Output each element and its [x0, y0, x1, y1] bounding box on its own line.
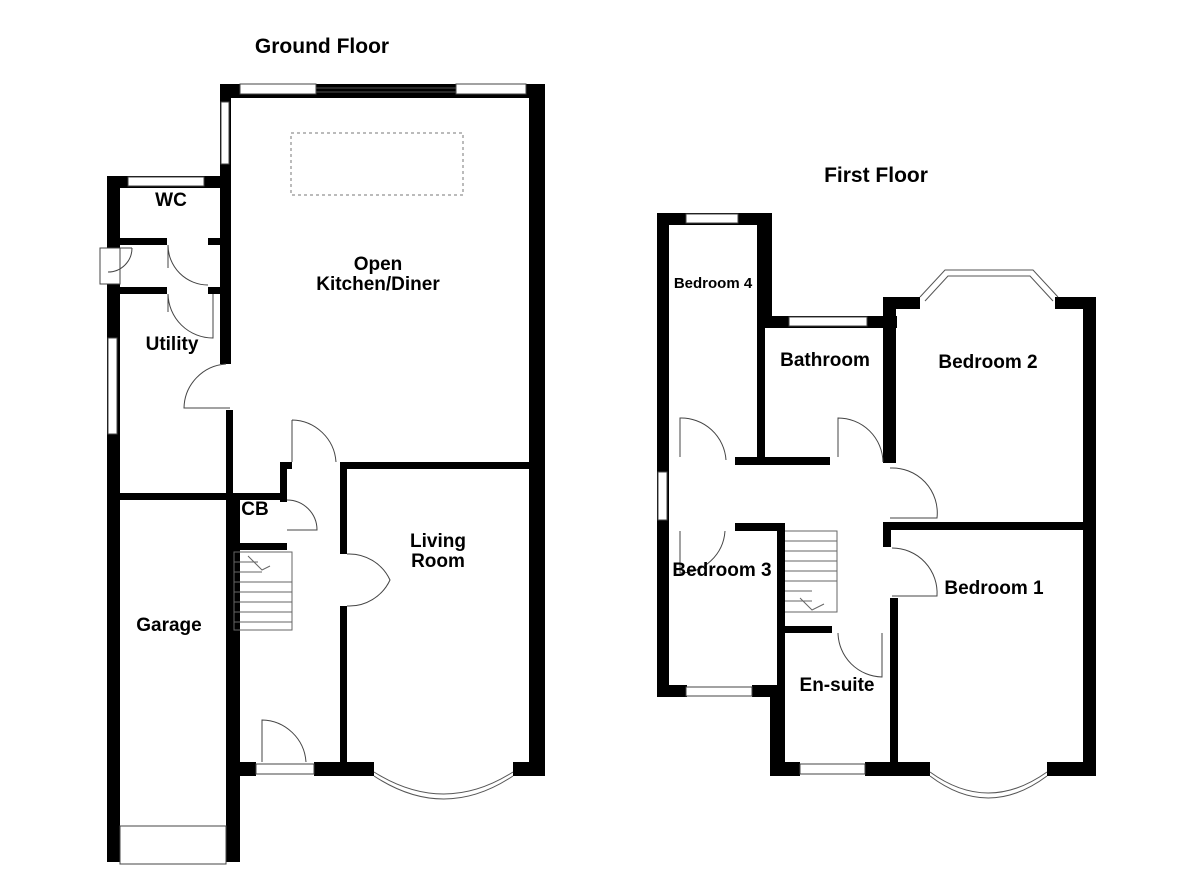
bedroom2-bay-window-icon: [919, 269, 1059, 298]
ground-stairs: [233, 551, 293, 631]
first-floor-walls: [657, 213, 1096, 776]
roof-lantern: [290, 132, 464, 196]
room-label-utility: Utility: [146, 334, 199, 355]
first-stairs: [785, 530, 838, 613]
first-floor-doors: [679, 417, 938, 678]
room-label-bathroom: Bathroom: [780, 350, 870, 371]
room-label-open: Open: [354, 254, 403, 275]
room-label-cb: CB: [241, 499, 268, 520]
room-label-bedroom4: Bedroom 4: [674, 275, 753, 292]
room-label-bedroom3: Bedroom 3: [672, 560, 771, 581]
room-label-wc: WC: [155, 190, 187, 211]
room-label-room: Room: [411, 551, 465, 572]
ground-floor-doors: [107, 244, 391, 763]
first-floor: First Floor: [657, 164, 1096, 799]
first-floor-windows: [657, 213, 868, 775]
room-label-ensuite: En-suite: [800, 675, 875, 696]
room-label-garage: Garage: [136, 615, 201, 636]
bedroom1-bay-window-icon: [929, 775, 1048, 799]
ground-floor-windows: [107, 83, 527, 865]
ground-floor-title: Ground Floor: [255, 35, 389, 58]
room-label-bedroom2: Bedroom 2: [938, 352, 1037, 373]
first-floor-title: First Floor: [824, 164, 928, 187]
room-label-bedroom1: Bedroom 1: [944, 578, 1044, 599]
ground-floor: Ground Floor: [99, 35, 545, 865]
room-label-living: Living: [410, 531, 466, 552]
living-bay-window-icon: [373, 775, 514, 800]
room-label-kitchen-diner: Kitchen/Diner: [316, 274, 440, 295]
